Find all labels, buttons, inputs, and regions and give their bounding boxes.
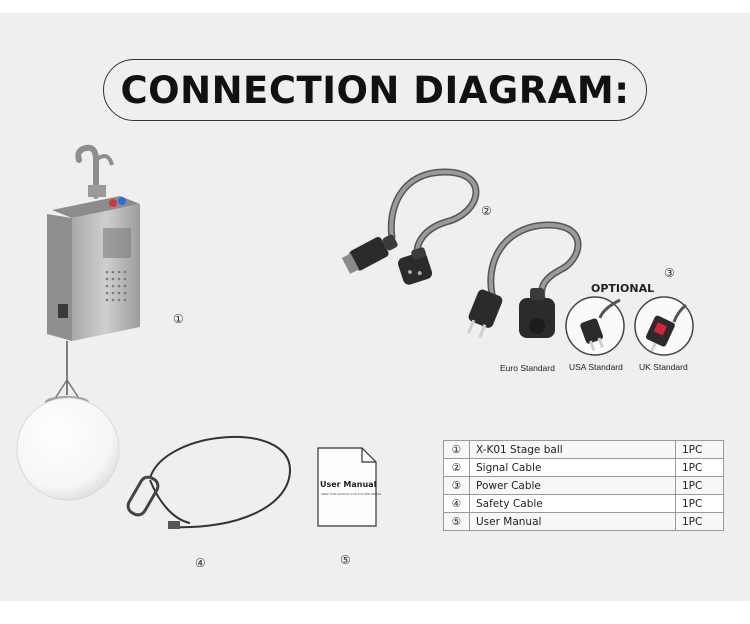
signal-cable (341, 168, 480, 285)
euro-standard-label: Euro Standard (500, 363, 555, 373)
row-name: X-K01 Stage ball (469, 440, 676, 459)
marker-safety-cable: ④ (195, 556, 206, 570)
row-name: Power Cable (469, 476, 676, 495)
row-index: ⑤ (443, 512, 470, 531)
led-ball (16, 397, 120, 501)
table-row: ② Signal Cable 1PC (443, 458, 724, 477)
safety-cable (126, 435, 292, 529)
marker-user-manual: ⑤ (340, 553, 351, 567)
marker-power-cable: ③ (664, 266, 675, 280)
stage-ball-unit (16, 144, 140, 501)
manual-cover-title: User Manual (320, 480, 377, 489)
row-name: User Manual (469, 512, 676, 531)
row-name: Signal Cable (469, 458, 676, 477)
row-qty: 1PC (675, 512, 724, 531)
table-row: ⑤ User Manual 1PC (443, 512, 724, 531)
uk-standard-label: UK Standard (639, 362, 688, 372)
table-row: ④ Safety Cable 1PC (443, 494, 724, 513)
marker-stage-ball: ① (173, 312, 184, 326)
table-row: ③ Power Cable 1PC (443, 476, 724, 495)
row-index: ② (443, 458, 470, 477)
row-qty: 1PC (675, 458, 724, 477)
row-index: ③ (443, 476, 470, 495)
display-screen (58, 304, 68, 318)
row-index: ① (443, 440, 470, 459)
table-row: ① X-K01 Stage ball 1PC (443, 440, 724, 459)
optional-label: OPTIONAL (591, 282, 655, 295)
euro-plug (467, 289, 503, 339)
motor-box (47, 214, 72, 341)
row-qty: 1PC (675, 440, 724, 459)
title-pill: CONNECTION DIAGRAM: (103, 59, 647, 121)
usa-standard-label: USA Standard (569, 362, 623, 372)
power-cable (467, 221, 582, 339)
manual-cover-subtitle: KEEP THIS MANUAL FOR FUTURE REUSE (321, 492, 382, 496)
row-qty: 1PC (675, 476, 724, 495)
parts-table: ① X-K01 Stage ball 1PC ② Signal Cable 1P… (443, 440, 724, 531)
user-manual (317, 447, 377, 527)
row-name: Safety Cable (469, 494, 676, 513)
hook-clamp (75, 144, 99, 199)
optional-plugs (565, 296, 694, 356)
page-title: CONNECTION DIAGRAM: (120, 68, 630, 112)
row-qty: 1PC (675, 494, 724, 513)
row-index: ④ (443, 494, 470, 513)
marker-signal-cable: ② (481, 204, 492, 218)
